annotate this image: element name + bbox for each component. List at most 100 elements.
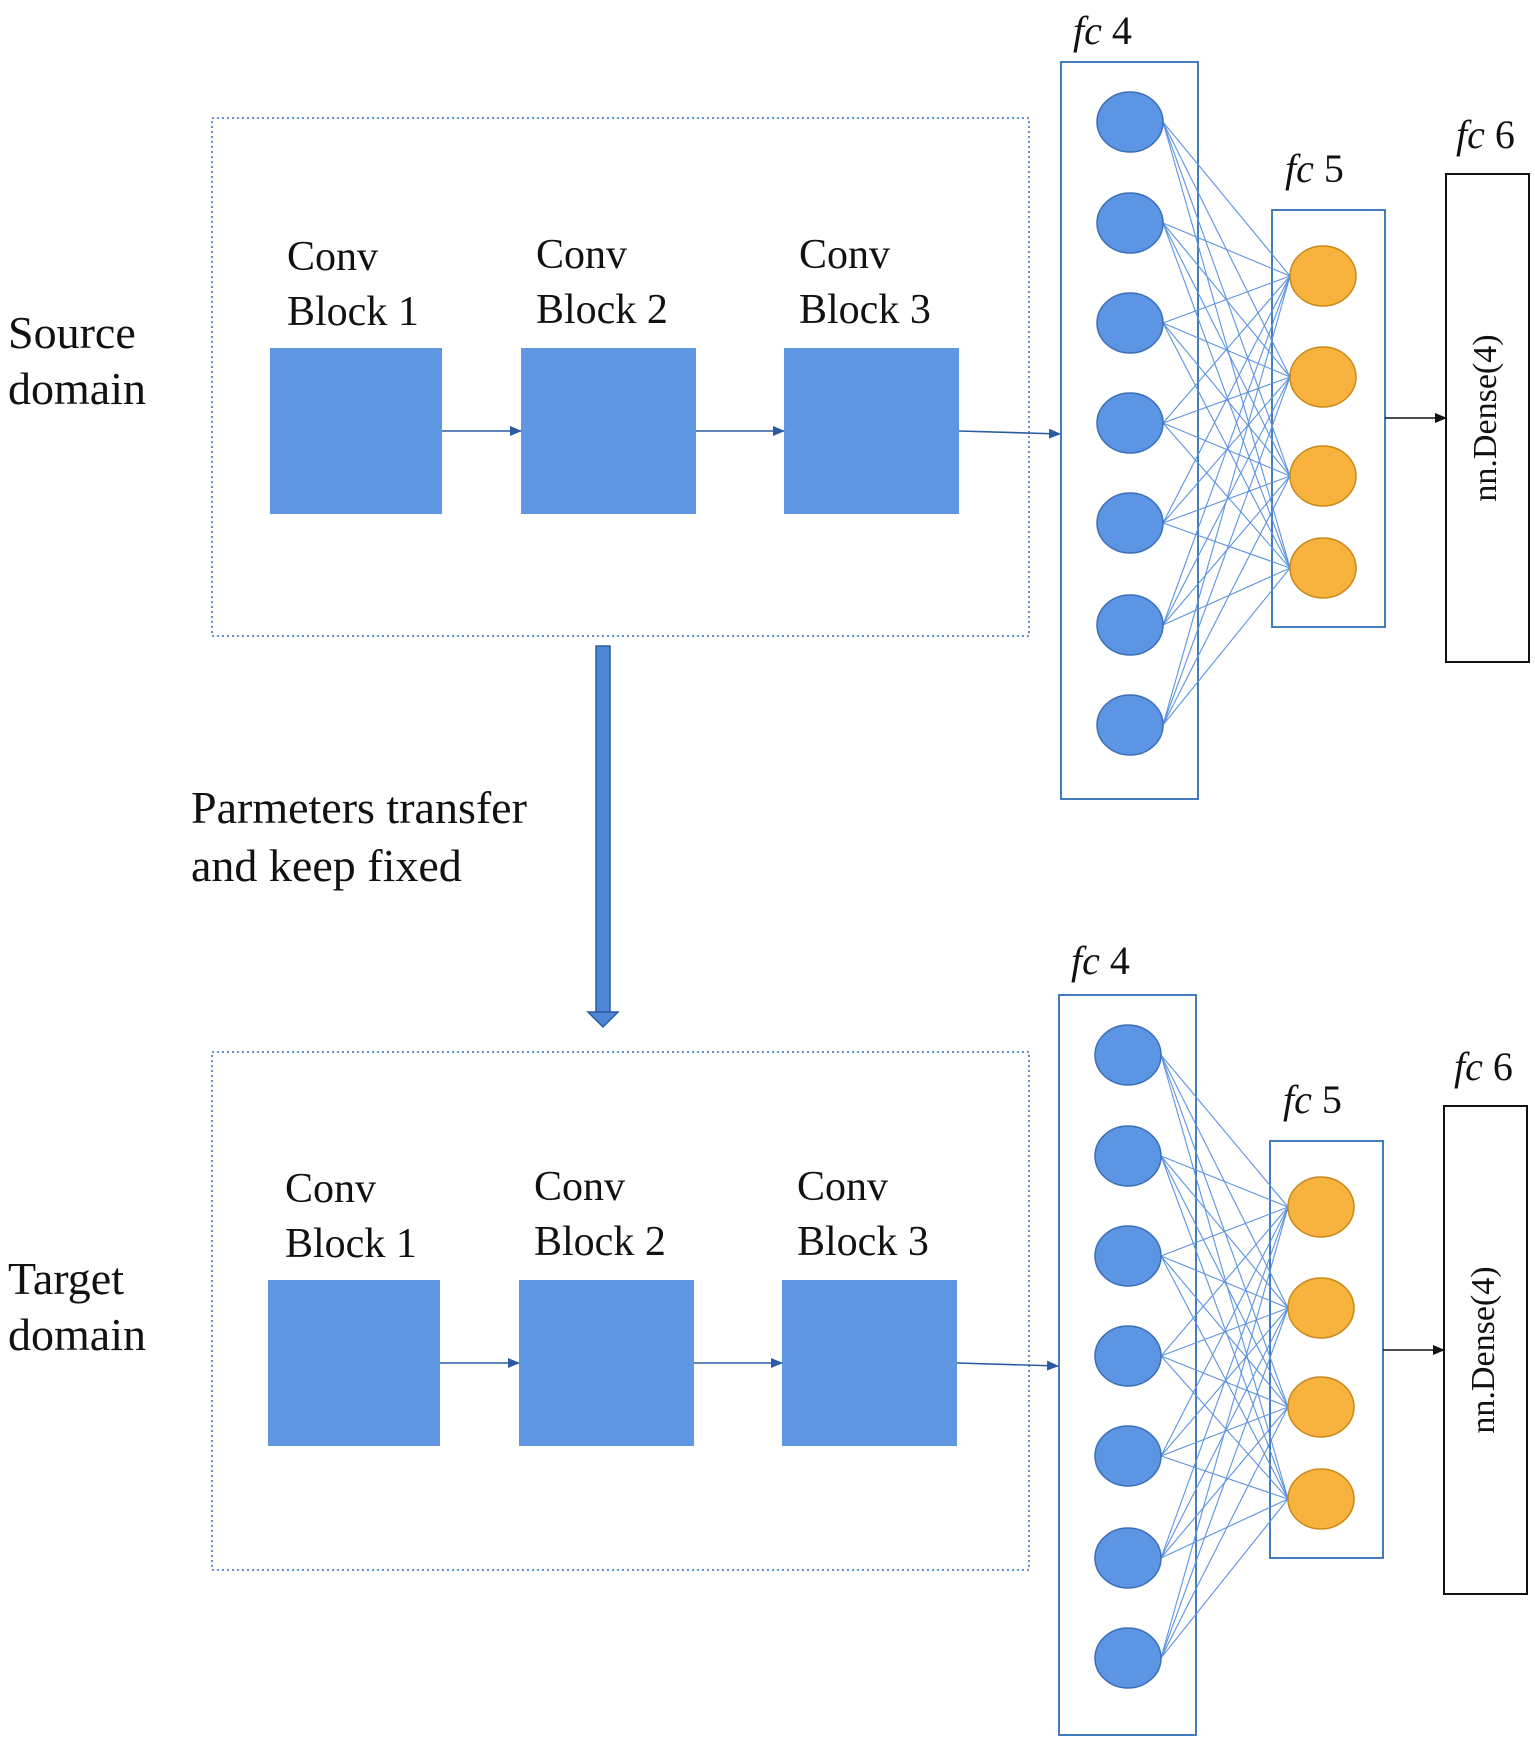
conv-block-1 [270,348,442,514]
connection-line [1160,1206,1289,1357]
connection-line [1162,222,1291,569]
connection-line [1162,121,1291,569]
connection-line [1162,376,1291,726]
connection-line [1160,1355,1289,1500]
fc4-neuron [1094,1527,1162,1589]
fc5-neurons [1287,1176,1355,1530]
connection-line [1160,1255,1289,1500]
connection-line [1162,275,1291,726]
feature-extractor-box [211,117,1030,637]
conv-block-3-label-line1: Conv [799,232,890,278]
fc4-neuron [1096,694,1164,756]
conv-block-1-label-line2: Block 1 [285,1221,417,1267]
fc5-neurons [1289,245,1357,599]
domain-label-line1: Target [8,1253,124,1304]
conv-block-2 [521,348,696,514]
arrow-block3-to-fc4 [958,428,1061,439]
fc5-neuron [1287,1376,1355,1438]
connection-line [1162,422,1291,569]
fc5-label: fc 5 [1283,1077,1342,1122]
connection-line [1160,1054,1289,1500]
fc4-neurons [1094,1024,1162,1689]
fc4-neurons [1096,91,1164,756]
fc4-neuron [1096,192,1164,254]
connection-line [1160,1498,1289,1559]
fc4-neuron [1094,1425,1162,1487]
fc5-neuron [1289,346,1357,408]
fc4-label: fc 4 [1071,938,1130,983]
fc5-label: fc 5 [1285,146,1344,191]
connection-line [1160,1455,1289,1500]
target-panel: Target domain Conv Block 1 Conv Block 2 … [8,938,1528,1736]
fc6-dense-box [1443,1105,1528,1595]
domain-label-line2: domain [8,363,146,414]
connection-line [1162,567,1291,626]
conv-block-1-label-line2: Block 1 [287,289,419,335]
conv-block-3-label-line2: Block 3 [799,287,931,333]
connection-line [1162,567,1291,726]
fc6-label: fc 6 [1454,1044,1513,1089]
conv-block-2 [519,1280,694,1446]
conv-block-1 [268,1280,440,1446]
fc4-layer-box [1058,994,1197,1736]
dense-layer-label: nn.Dense(4) [1465,1266,1502,1433]
fc5-neuron [1289,245,1357,307]
connection-line [1160,1406,1289,1659]
fc4-layer-box [1060,61,1199,800]
conv-block-2-label-line1: Conv [534,1164,625,1210]
dense-layer-label: nn.Dense(4) [1467,334,1504,501]
connection-line [1160,1206,1289,1257]
arrow-block3-to-fc4 [956,1360,1059,1371]
fc4-neuron [1094,1024,1162,1086]
transfer-arrow-head [586,1011,620,1029]
connection-line [1162,322,1291,569]
fc5-neuron [1287,1277,1355,1339]
connection-line [1162,522,1291,569]
fc5-neuron [1289,445,1357,507]
connection-line [1160,1307,1289,1659]
connection-line [1162,475,1291,726]
connection-line [1162,275,1291,626]
conv-block-3-label-line1: Conv [797,1164,888,1210]
connection-line [1162,222,1291,277]
fc4-neuron [1094,1225,1162,1287]
source-panel: Source domain Conv Block 1 Conv Block 2 … [8,8,1530,800]
fc4-neuron [1096,594,1164,656]
connection-line [1162,275,1291,424]
fc4-fc5-connections [1162,121,1291,726]
connection-line [1160,1206,1289,1559]
transfer-label-line1: Parmeters transfer [191,782,527,833]
fc4-neuron [1096,492,1164,554]
fc5-neuron [1287,1468,1355,1530]
conv-block-3 [784,348,959,514]
fc4-neuron [1096,292,1164,354]
transfer-arrow-shaft [595,645,611,1013]
fc4-neuron [1096,91,1164,153]
fc4-fc5-connections [1160,1054,1289,1659]
domain-label-line1: Source [8,307,136,358]
connection-line [1160,1155,1289,1500]
conv-block-2-label-line1: Conv [536,232,627,278]
fc4-neuron [1094,1325,1162,1387]
fc5-neuron [1289,537,1357,599]
conv-block-2-label-line2: Block 2 [536,287,668,333]
connection-line [1162,275,1291,324]
connection-line [1162,121,1291,277]
connection-line [1162,275,1291,524]
fc4-neuron [1096,392,1164,454]
conv-block-2-label-line2: Block 2 [534,1219,666,1265]
fc4-neuron [1094,1125,1162,1187]
transfer-label-line2: and keep fixed [191,840,462,891]
conv-block-1-label-line1: Conv [287,234,378,280]
connection-line [1160,1155,1289,1208]
fc4-label: fc 4 [1073,8,1132,53]
fc5-neuron [1287,1176,1355,1238]
domain-label-line2: domain [8,1309,146,1360]
fc4-neuron [1094,1627,1162,1689]
conv-block-3-label-line2: Block 3 [797,1219,929,1265]
parameter-transfer: Parmeters transfer and keep fixed [191,645,620,1029]
conv-block-3 [782,1280,957,1446]
fc6-label: fc 6 [1456,112,1515,157]
connection-line [1160,1206,1289,1659]
